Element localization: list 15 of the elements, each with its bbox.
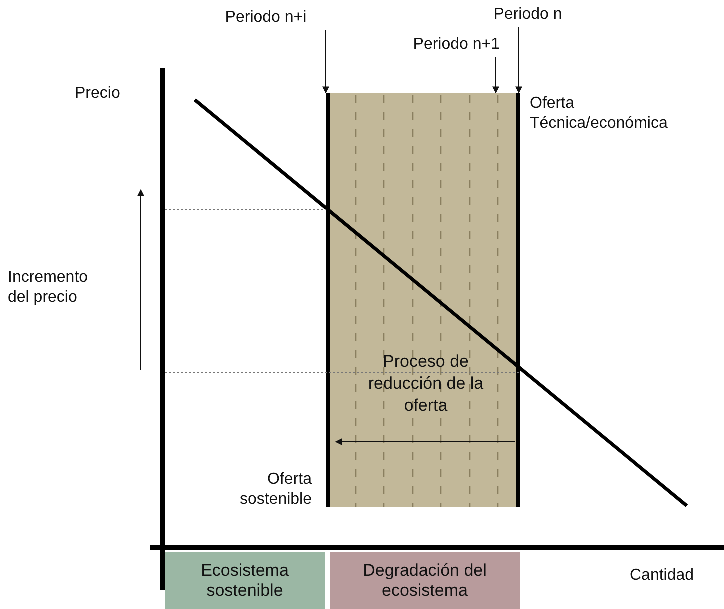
- curve-label: Oferta sostenible: [238, 470, 312, 510]
- axis-label: Cantidad: [630, 566, 696, 586]
- leader-arrow: [492, 56, 500, 94]
- period-label: Periodo n: [483, 5, 573, 25]
- period-label: Periodo n+1: [388, 35, 500, 55]
- period-label: Periodo n+i: [216, 8, 316, 28]
- category-box: Degradación del ecosistema: [330, 552, 520, 609]
- curve-label: Oferta Técnica/económica: [530, 94, 669, 134]
- shaded-band: [326, 93, 520, 507]
- axis-note: Incremento del precio: [8, 268, 90, 308]
- band-label: Proceso de reducción de la oferta: [367, 351, 485, 417]
- axis-label: Precio: [75, 84, 122, 104]
- leader-arrow: [322, 30, 330, 94]
- category-box: Ecosistema sostenible: [165, 552, 325, 609]
- leader-arrow: [516, 26, 522, 94]
